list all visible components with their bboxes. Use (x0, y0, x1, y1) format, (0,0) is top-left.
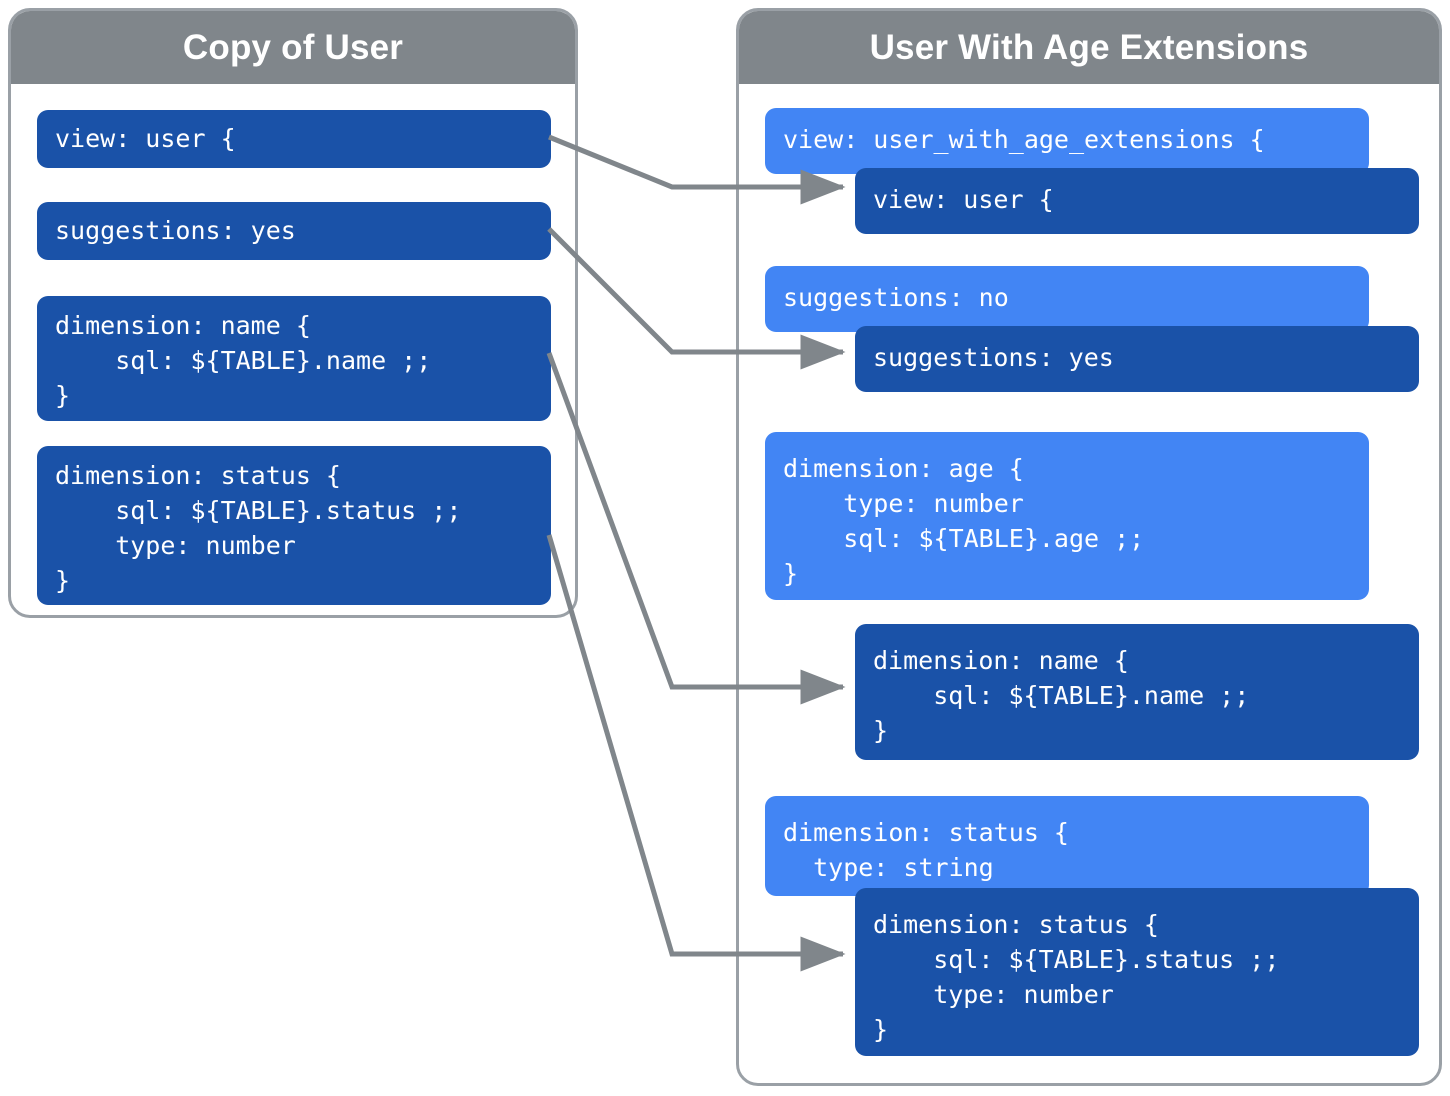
panel-right-title: User With Age Extensions (739, 11, 1439, 84)
code-block-suggestions-inherited: suggestions: yes (855, 326, 1419, 392)
code-block-view-extension: view: user_with_age_extensions { (765, 108, 1369, 174)
panel-left-title: Copy of User (11, 11, 575, 84)
code-block-dimension-status: dimension: status { sql: ${TABLE}.status… (37, 446, 551, 605)
panel-copy-of-user: Copy of User view: user { suggestions: y… (8, 8, 578, 618)
code-block-dimension-name-inherited: dimension: name { sql: ${TABLE}.name ;; … (855, 624, 1419, 760)
panel-user-with-age-extensions: User With Age Extensions view: user_with… (736, 8, 1442, 1086)
code-block-dimension-age-extension: dimension: age { type: number sql: ${TAB… (765, 432, 1369, 600)
code-block-dimension-name: dimension: name { sql: ${TABLE}.name ;; … (37, 296, 551, 421)
code-block-suggestions-extension: suggestions: no (765, 266, 1369, 332)
code-block-dimension-status-extension: dimension: status { type: string (765, 796, 1369, 896)
code-block-view-inherited: view: user { (855, 168, 1419, 234)
code-block-view: view: user { (37, 110, 551, 168)
code-block-suggestions: suggestions: yes (37, 202, 551, 260)
code-block-dimension-status-inherited: dimension: status { sql: ${TABLE}.status… (855, 888, 1419, 1056)
